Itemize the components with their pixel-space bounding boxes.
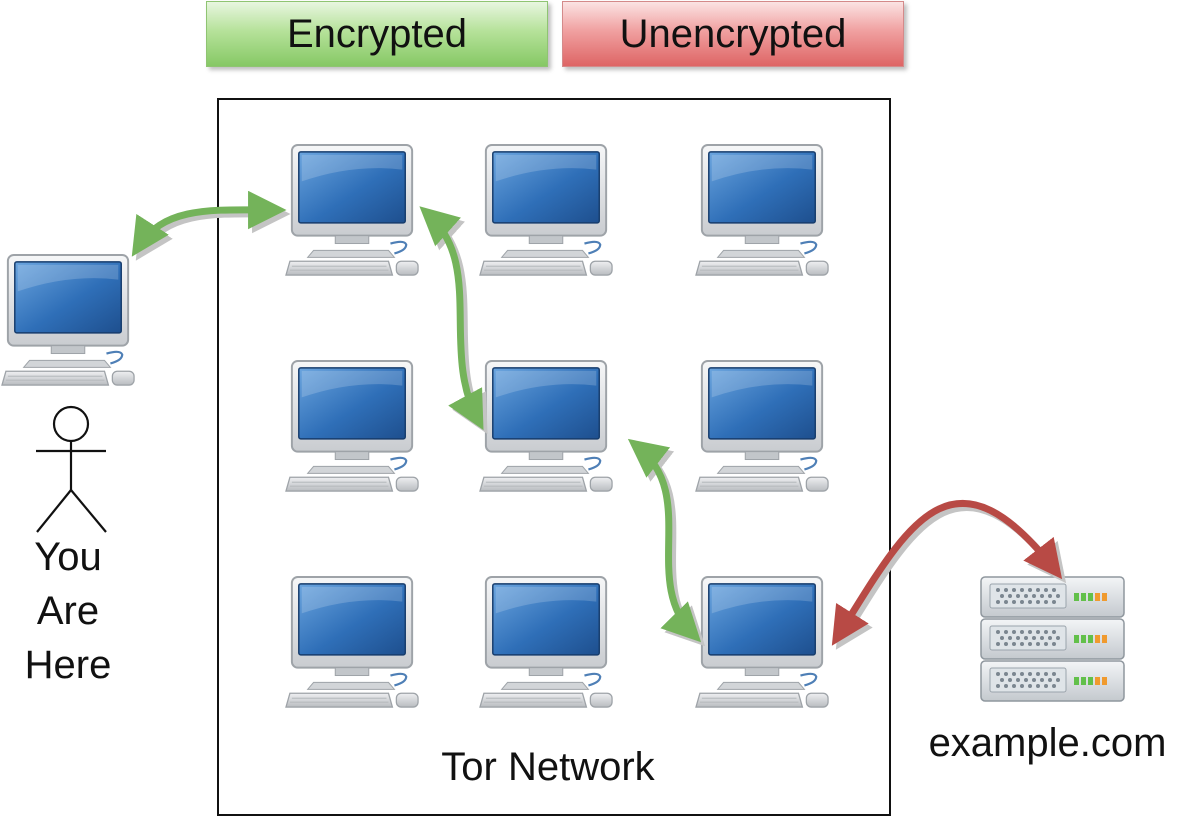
legend-unencrypted: Unencrypted: [562, 1, 904, 67]
tor-network-label: Tor Network: [441, 745, 655, 789]
legend-encrypted-label: Encrypted: [286, 11, 468, 56]
user-stick-figure-icon: [36, 405, 107, 533]
tor-node-middle: [478, 359, 614, 493]
tor-node-3-2: [478, 575, 614, 709]
legend-unencrypted-label: Unencrypted: [619, 11, 847, 56]
unencrypted-link-exit-to-server: [831, 500, 1063, 646]
tor-node-1-3: [694, 143, 830, 277]
you-are-here-label: You Are Here: [24, 535, 112, 687]
user-computer: [0, 253, 136, 387]
tor-node-1-2: [478, 143, 614, 277]
tor-node-entry: [284, 143, 420, 277]
tor-node-exit: [694, 575, 830, 709]
tor-network-boundary: [217, 98, 891, 816]
tor-node-2-3: [694, 359, 830, 493]
server-icon: [980, 576, 1125, 702]
legend-encrypted: Encrypted: [206, 1, 548, 67]
tor-node-2-1: [284, 359, 420, 493]
tor-node-3-1: [284, 575, 420, 709]
encrypted-link-entry-to-middle: [419, 206, 484, 431]
server-domain-label: example.com: [928, 721, 1167, 765]
encrypted-link-middle-to-exit: [627, 438, 702, 643]
encrypted-link-user-to-entry: [131, 190, 287, 257]
